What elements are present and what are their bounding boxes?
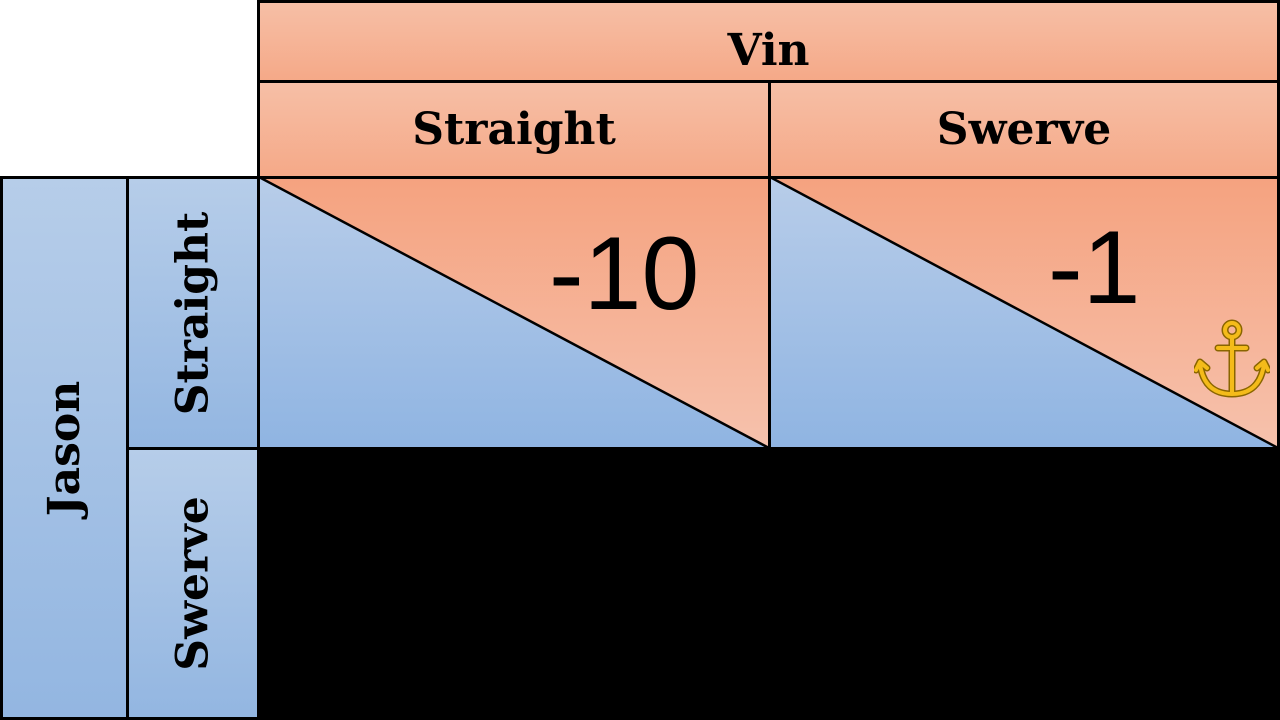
column-payoff-value: -10 — [549, 216, 700, 332]
column-strategy-straight: Straight — [257, 80, 771, 179]
row-strategy-label: Swerve — [167, 496, 219, 671]
split-diagonal — [257, 176, 771, 450]
column-strategy-swerve: Swerve — [768, 80, 1280, 179]
row-player-name: Jason — [39, 380, 90, 516]
row-strategy-straight: Straight — [126, 176, 260, 450]
hidden-payoff-region — [257, 447, 1280, 720]
row-strategy-label: Straight — [167, 211, 219, 415]
column-strategy-label: Straight — [412, 104, 616, 155]
column-player-name: Vin — [727, 25, 810, 76]
row-player-header: Jason — [0, 176, 129, 720]
payoff-cell-straight-swerve: -1 — [768, 176, 1280, 450]
column-payoff-value: -1 — [1048, 210, 1141, 326]
column-player-header: Vin — [257, 0, 1280, 83]
anchor-icon — [1194, 319, 1270, 398]
split-diagonal — [768, 176, 1280, 450]
column-strategy-label: Swerve — [936, 104, 1112, 155]
row-strategy-swerve: Swerve — [126, 447, 260, 720]
payoff-cell-straight-straight: -10 — [257, 176, 771, 450]
